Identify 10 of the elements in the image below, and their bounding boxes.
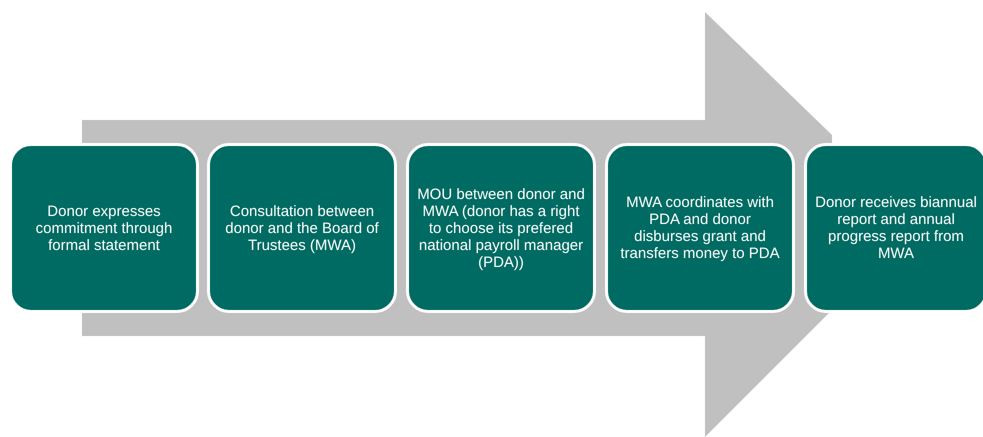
step-box <box>406 143 596 313</box>
step-text: MWA coordinates with PDA and donor disburses grant and transfers money to PDA <box>619 194 781 262</box>
step-text: Consultation between donor and the Board of Trustees (MWA) <box>224 202 380 254</box>
step-text: MOU between donor and MWA (donor has a right to choose its prefered national payroll manager (PDA)) <box>417 186 585 270</box>
step-text: Donor receives biannual report and annual progress report from MWA <box>815 194 977 262</box>
step-box <box>9 143 199 313</box>
step-text: Donor expresses commitment through formal statement <box>34 202 174 254</box>
step-box <box>207 143 397 313</box>
step-box <box>804 143 983 313</box>
step-box <box>605 143 795 313</box>
